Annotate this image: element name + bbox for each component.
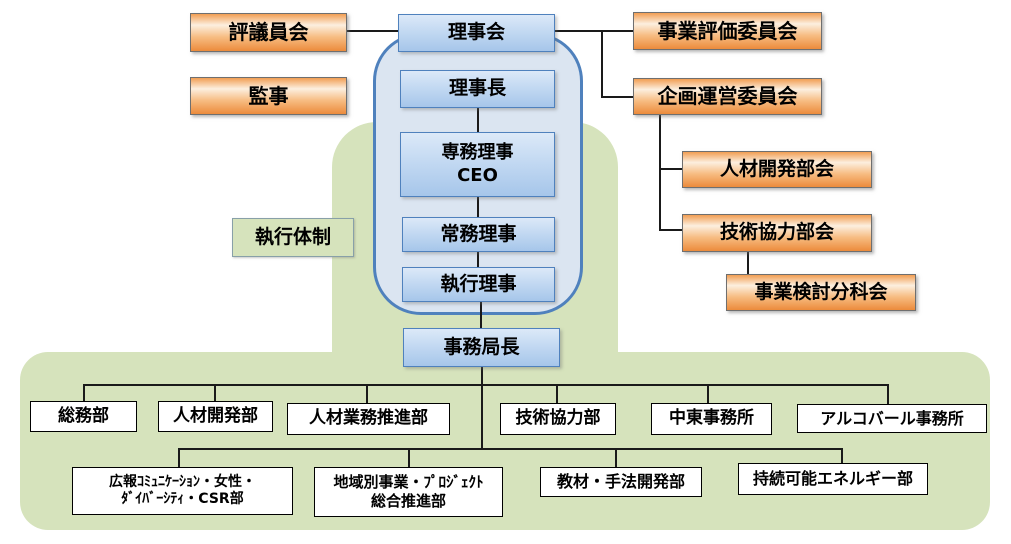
connector-line (480, 301, 482, 329)
node-label: 事業検討分科会 (754, 280, 888, 303)
node-planning-operation-committee: 企画運営委員会 (633, 78, 822, 115)
node-label: 事業評価委員会 (657, 18, 798, 43)
connector-line (408, 448, 410, 468)
node-project-evaluation-committee: 事業評価委員会 (633, 12, 822, 50)
node-label: 技術協力部会 (719, 221, 834, 244)
node-technical-cooperation-subcommittee: 技術協力部会 (682, 214, 872, 252)
node-label: 理事会 (447, 21, 505, 44)
office-middle-east: 中東事務所 (651, 403, 772, 435)
node-managing-director: 常務理事 (402, 217, 555, 252)
node-label: 教材・手法開発部 (556, 472, 685, 491)
node-label: 事務局長 (443, 335, 520, 358)
node-hr-development-subcommittee: 人材開発部会 (682, 151, 872, 188)
node-label: 評議員会 (228, 20, 309, 44)
node-executive-director-ceo: 専務理事 CEO (400, 132, 555, 197)
connector-line (601, 30, 603, 97)
connector-line (747, 251, 749, 275)
dept-general-affairs: 総務部 (30, 401, 137, 432)
connector-line (841, 448, 843, 464)
node-council: 評議員会 (190, 13, 347, 52)
connector-line (555, 30, 634, 32)
dept-regional-project-promotion: 地域別事業・ﾌﾟﾛｼﾞｪｸﾄ 総合推進部 (314, 467, 503, 517)
dept-hr-development: 人材開発部 (158, 401, 273, 432)
node-label: CEO (457, 164, 498, 186)
node-secretary-general: 事務局長 (403, 328, 560, 367)
connector-line (178, 448, 843, 450)
node-label: 人材開発部会 (719, 157, 834, 180)
dept-sustainable-energy: 持続可能エネルギー部 (738, 463, 928, 495)
office-alcobal: アルコバール事務所 (797, 404, 987, 433)
node-label: 監事 (248, 83, 289, 108)
node-label: 総合推進部 (370, 492, 446, 510)
connector-line (887, 384, 889, 405)
connector-line (659, 229, 683, 231)
connector-line (477, 251, 479, 268)
node-label: 持続可能エネルギー部 (752, 469, 913, 488)
node-board-of-directors: 理事会 (398, 14, 555, 52)
connector-line (477, 196, 479, 218)
connector-line (707, 384, 709, 404)
node-label: 執行体制 (254, 225, 331, 248)
connector-line (556, 384, 558, 404)
connector-line (366, 384, 368, 404)
dept-materials-methods-development: 教材・手法開発部 (540, 467, 702, 497)
node-executive-officer: 執行理事 (402, 267, 555, 302)
node-label: 理事長 (448, 77, 506, 100)
dept-hr-operations-promotion: 人材業務推進部 (287, 403, 450, 435)
node-label: 執行理事 (440, 272, 517, 295)
execution-structure-label: 執行体制 (232, 218, 354, 257)
node-auditor: 監事 (190, 77, 347, 115)
node-label: 総務部 (58, 405, 109, 426)
node-label: ﾀﾞｲﾊﾞｰｼﾃｨ・CSR部 (121, 491, 244, 507)
connector-line (601, 96, 634, 98)
node-label: 地域別事業・ﾌﾟﾛｼﾞｪｸﾄ (333, 473, 484, 492)
connector-line (83, 384, 85, 402)
node-label: 技術協力部 (515, 408, 601, 429)
connector-line (615, 448, 617, 468)
node-label: 中東事務所 (669, 408, 754, 429)
dept-technical-cooperation: 技術協力部 (500, 403, 616, 435)
connector-line (481, 366, 483, 450)
dept-pr-communication-diversity-csr: 広報ｺﾐｭﾆｹｰｼｮﾝ・女性・ ﾀﾞｲﾊﾞｰｼﾃｨ・CSR部 (72, 467, 293, 515)
node-label: 人材開発部 (173, 405, 258, 426)
connector-line (659, 115, 661, 231)
connector-line (659, 168, 683, 170)
connector-line (477, 107, 479, 133)
node-label: 人材業務推進部 (309, 408, 428, 429)
connector-line (178, 448, 180, 468)
node-chairman: 理事長 (400, 70, 555, 108)
connector-line (214, 384, 216, 402)
connector-line (83, 384, 889, 386)
node-label: 企画運営委員会 (657, 84, 798, 108)
connector-line (347, 30, 398, 32)
node-label: 広報ｺﾐｭﾆｹｰｼｮﾝ・女性・ (109, 473, 256, 490)
node-label: 専務理事 (441, 142, 514, 163)
node-project-review-section: 事業検討分科会 (726, 274, 916, 311)
node-label: 常務理事 (440, 222, 517, 245)
node-label: アルコバール事務所 (820, 408, 964, 428)
